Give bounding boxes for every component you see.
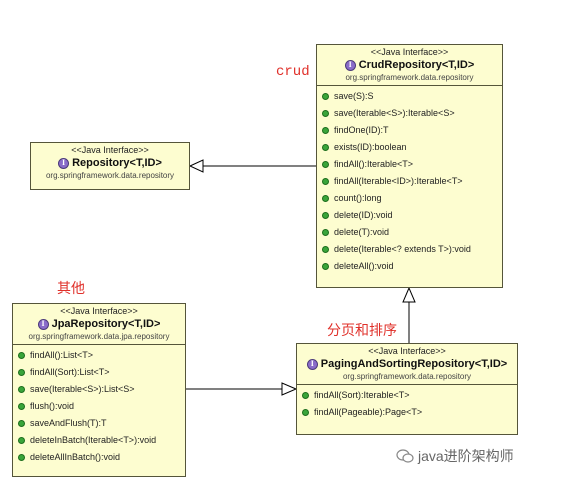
public-method-icon — [322, 212, 329, 219]
method-signature: delete(Iterable<? extends T>):void — [334, 244, 471, 254]
method-row: findAll(Sort):List<T> — [18, 364, 185, 381]
method-signature: findAll():Iterable<T> — [334, 159, 414, 169]
interface-name: JpaRepository<T,ID> — [51, 318, 161, 330]
method-signature: flush():void — [30, 401, 75, 411]
watermark-text: java进阶架构师 — [418, 448, 514, 464]
public-method-icon — [18, 369, 25, 376]
method-row: delete(Iterable<? extends T>):void — [322, 241, 502, 258]
method-signature: count():long — [334, 193, 382, 203]
method-signature: findAll(Sort):List<T> — [30, 367, 110, 377]
stereotype-label: <<Java Interface>> — [368, 346, 446, 356]
method-row: findAll(Iterable<ID>):Iterable<T> — [322, 173, 502, 190]
package-name: org.springframework.data.repository — [345, 73, 474, 82]
public-method-icon — [322, 246, 329, 253]
method-row: exists(ID):boolean — [322, 139, 502, 156]
method-row: findOne(ID):T — [322, 122, 502, 139]
method-signature: save(Iterable<S>):Iterable<S> — [334, 108, 455, 118]
method-list: save(S):S save(Iterable<S>):Iterable<S> fi… — [317, 86, 502, 275]
method-row: deleteAll():void — [322, 258, 502, 275]
public-method-icon — [322, 161, 329, 168]
method-row: saveAndFlush(T):T — [18, 415, 185, 432]
method-signature: findAll(Iterable<ID>):Iterable<T> — [334, 176, 463, 186]
stereotype-label: <<Java Interface>> — [71, 145, 149, 155]
note-crud: crud — [276, 64, 310, 80]
public-method-icon — [322, 229, 329, 236]
method-row: save(Iterable<S>):List<S> — [18, 381, 185, 398]
interface-icon: I — [344, 59, 356, 71]
public-method-icon — [322, 263, 329, 270]
method-list: findAll():List<T> findAll(Sort):List<T> sa… — [13, 345, 185, 466]
public-method-icon — [18, 352, 25, 359]
watermark: java进阶架构师 — [396, 446, 514, 466]
public-method-icon — [18, 403, 25, 410]
interface-icon: I — [37, 318, 49, 330]
method-signature: deleteAllInBatch():void — [30, 452, 121, 462]
public-method-icon — [18, 420, 25, 427]
method-signature: save(Iterable<S>):List<S> — [30, 384, 135, 394]
method-row: save(Iterable<S>):Iterable<S> — [322, 105, 502, 122]
method-row: count():long — [322, 190, 502, 207]
public-method-icon — [18, 386, 25, 393]
package-name: org.springframework.data.jpa.repository — [28, 332, 170, 341]
public-method-icon — [302, 409, 309, 416]
interface-name: PagingAndSortingRepository<T,ID> — [320, 358, 508, 370]
method-signature: saveAndFlush(T):T — [30, 418, 107, 428]
method-signature: delete(T):void — [334, 227, 390, 237]
method-signature: save(S):S — [334, 91, 374, 101]
stereotype-label: <<Java Interface>> — [60, 306, 138, 316]
method-row: deleteAllInBatch():void — [18, 449, 185, 466]
method-signature: deleteInBatch(Iterable<T>):void — [30, 435, 157, 445]
public-method-icon — [18, 454, 25, 461]
method-signature: exists(ID):boolean — [334, 142, 407, 152]
method-signature: findAll():List<T> — [30, 350, 94, 360]
method-row: save(S):S — [322, 88, 502, 105]
interface-name: Repository<T,ID> — [72, 157, 162, 169]
stereotype-label: <<Java Interface>> — [370, 47, 449, 57]
public-method-icon — [322, 178, 329, 185]
method-row: findAll(Pageable):Page<T> — [302, 404, 517, 421]
wechat-icon — [396, 449, 414, 463]
package-name: org.springframework.data.repository — [45, 171, 175, 180]
public-method-icon — [322, 195, 329, 202]
interface-icon: I — [58, 157, 70, 169]
method-row: findAll(Sort):Iterable<T> — [302, 387, 517, 404]
public-method-icon — [322, 127, 329, 134]
interface-icon: I — [306, 358, 318, 370]
method-row: findAll():Iterable<T> — [322, 156, 502, 173]
public-method-icon — [322, 93, 329, 100]
method-signature: delete(ID):void — [334, 210, 393, 220]
public-method-icon — [18, 437, 25, 444]
public-method-icon — [322, 110, 329, 117]
method-row: delete(T):void — [322, 224, 502, 241]
note-other: 其他 — [57, 280, 85, 296]
note-paging: 分页和排序 — [327, 322, 397, 338]
method-signature: deleteAll():void — [334, 261, 394, 271]
interface-name: CrudRepository<T,ID> — [358, 59, 475, 71]
method-row: delete(ID):void — [322, 207, 502, 224]
package-name: org.springframework.data.repository — [342, 372, 472, 381]
method-signature: findAll(Sort):Iterable<T> — [314, 390, 410, 400]
method-row: deleteInBatch(Iterable<T>):void — [18, 432, 185, 449]
method-signature: findOne(ID):T — [334, 125, 389, 135]
method-list: findAll(Sort):Iterable<T> findAll(Pageabl… — [297, 385, 517, 421]
public-method-icon — [322, 144, 329, 151]
method-row: findAll():List<T> — [18, 347, 185, 364]
method-row: flush():void — [18, 398, 185, 415]
public-method-icon — [302, 392, 309, 399]
method-signature: findAll(Pageable):Page<T> — [314, 407, 423, 417]
